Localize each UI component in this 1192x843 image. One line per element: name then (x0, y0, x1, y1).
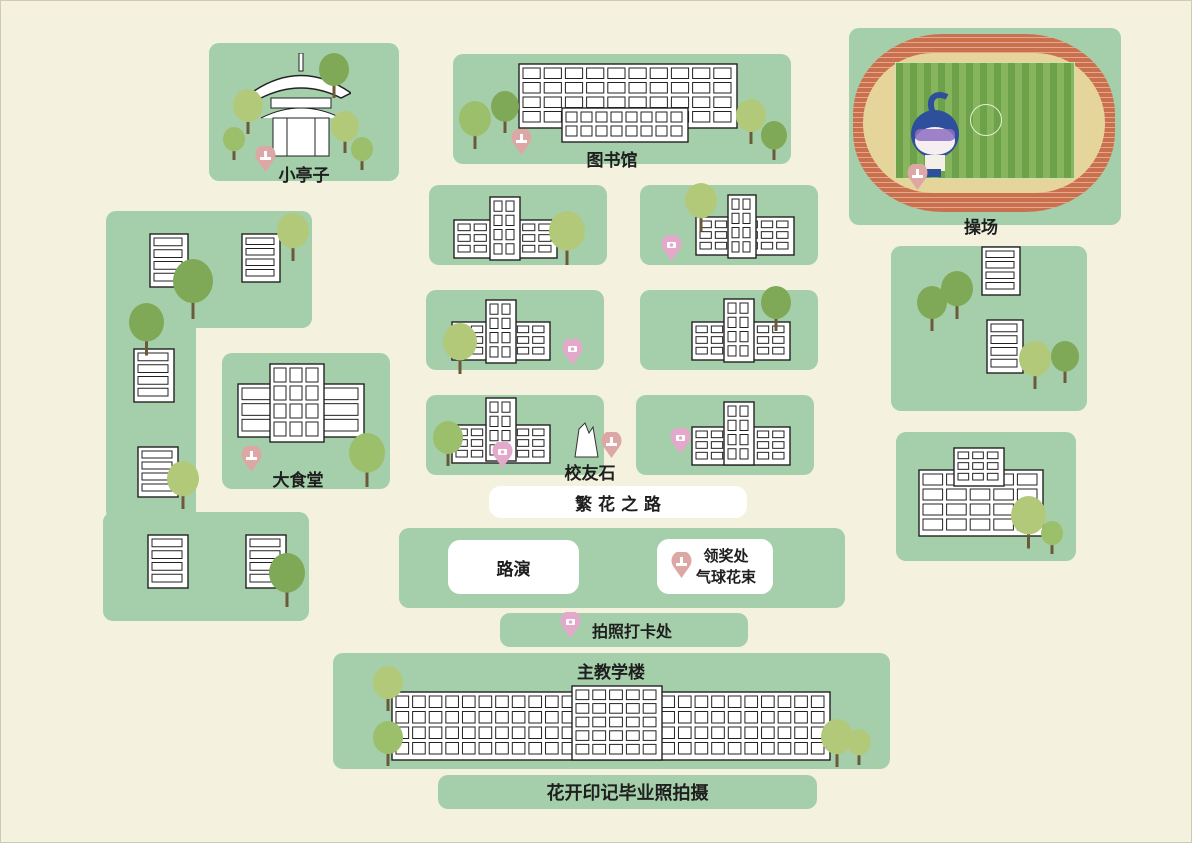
stamp-pin-icon (907, 164, 928, 190)
building-illustration (489, 196, 521, 261)
tree-illustration (277, 213, 309, 261)
tree-illustration (1019, 341, 1051, 389)
building-illustration (986, 319, 1024, 374)
tree-illustration (847, 729, 871, 765)
tree-illustration (1041, 521, 1063, 554)
tree-illustration (736, 99, 766, 144)
main-building-label: 主教学楼 (577, 663, 645, 683)
tree-illustration (821, 719, 853, 767)
tree-illustration (351, 137, 373, 170)
tree-illustration (941, 271, 973, 319)
tree-illustration (349, 433, 385, 487)
graduation-photo-label: 花开印记毕业照拍摄 (546, 783, 709, 804)
building-illustration (953, 447, 1005, 487)
tree-illustration (167, 461, 199, 509)
building-illustration (485, 299, 517, 364)
pavilion-label: 小亭子 (278, 166, 330, 186)
pavilion-illustration (251, 53, 351, 163)
tree-illustration (223, 127, 245, 160)
tree-illustration (761, 121, 787, 160)
road-banner[interactable]: 繁 花 之 路 (489, 486, 747, 518)
building-illustration (981, 246, 1021, 296)
playground-label: 操场 (964, 218, 998, 238)
building-illustration (723, 298, 755, 363)
camera-pin-icon (670, 428, 691, 454)
canteen-tower (269, 363, 325, 443)
building-illustration (133, 348, 175, 403)
library-steps (561, 107, 689, 143)
tree-illustration (443, 323, 477, 374)
tree-illustration (491, 91, 519, 133)
building-illustration (723, 401, 755, 466)
alumni-stone-rock (571, 421, 601, 459)
roadshow-button[interactable]: 路演 (448, 540, 579, 594)
alumni-stone-label: 校友石 (564, 464, 616, 484)
stamp-pin-icon (241, 446, 262, 472)
stamp-pin-icon (255, 146, 276, 172)
tree-illustration (1011, 496, 1046, 549)
tree-illustration (129, 303, 164, 356)
tree-illustration (917, 286, 947, 331)
stamp-pin-icon (601, 432, 622, 458)
tree-illustration (173, 259, 213, 319)
building-illustration (147, 534, 189, 589)
mascot (905, 89, 967, 179)
tree-illustration (373, 721, 403, 766)
tree-illustration (269, 553, 305, 607)
tree-illustration (549, 211, 585, 265)
center-circle (970, 104, 1002, 136)
tree-illustration (459, 101, 491, 149)
building-illustration (241, 233, 281, 283)
camera-pin-icon (562, 339, 583, 365)
tree-illustration (433, 421, 463, 466)
stamp-pin-icon (511, 129, 532, 155)
tree-illustration (331, 111, 359, 153)
camera-pin-icon (492, 442, 513, 468)
canteen-label: 大食堂 (272, 471, 324, 491)
main-building-center (571, 685, 663, 761)
prize-line-1: 领奖处 (703, 546, 749, 565)
camera-pin-icon (661, 235, 682, 261)
tree-illustration (373, 666, 403, 711)
tree-illustration (685, 183, 717, 231)
photo-checkin-label: 拍照打卡处 (591, 622, 672, 641)
tree-illustration (1051, 341, 1079, 383)
prize-line-2: 气球花束 (695, 567, 756, 586)
photo-checkin-banner[interactable]: 拍照打卡处 (500, 613, 748, 647)
camera-pin-icon (560, 612, 581, 638)
tree-illustration (319, 53, 349, 98)
tree-illustration (233, 89, 263, 134)
tree-illustration (761, 286, 791, 331)
graduation-photo-banner[interactable]: 花开印记毕业照拍摄 (438, 775, 817, 809)
library-label: 图书馆 (586, 151, 638, 171)
stamp-pin-icon (671, 552, 692, 578)
building-illustration (727, 194, 757, 259)
